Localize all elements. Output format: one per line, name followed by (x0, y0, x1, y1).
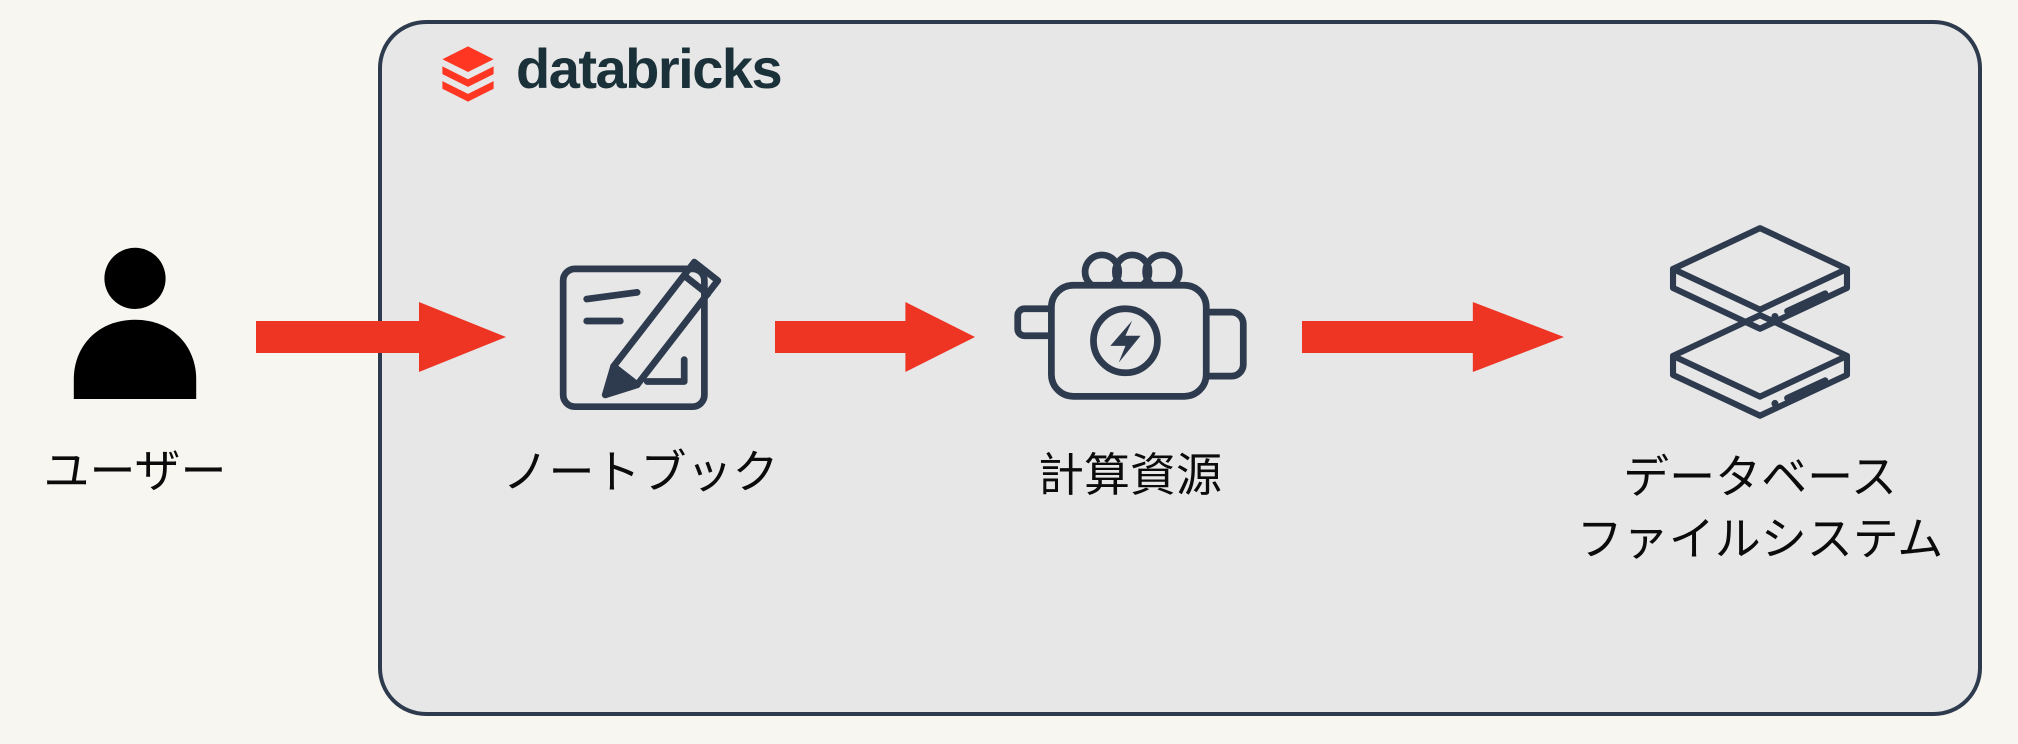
user-icon (73, 247, 197, 399)
node-storage-label-line2: ファイルシステム (1576, 513, 1944, 566)
flow-arrow-user-to-notebook (256, 302, 506, 372)
node-notebook: ノートブック (503, 225, 779, 503)
node-user-label: ユーザー (43, 445, 227, 497)
database-stack-icon (1669, 225, 1851, 419)
flow-arrow-notebook-to-compute (775, 302, 975, 372)
node-compute-label: 計算資源 (1038, 449, 1222, 501)
node-storage: データベース ファイルシステム (1565, 220, 1955, 570)
databricks-brand: databricks (436, 37, 783, 104)
node-compute: 計算資源 (985, 228, 1275, 506)
notebook-icon (559, 258, 722, 411)
node-notebook-label: ノートブック (502, 446, 779, 498)
databricks-logo-icon (442, 46, 494, 102)
databricks-brand-text: databricks (516, 37, 783, 100)
engine-icon (1013, 251, 1247, 400)
flow-arrow-compute-to-storage (1302, 302, 1564, 372)
node-storage-label-line1: データベース (1623, 451, 1897, 503)
node-storage-label: データベース ファイルシステム (1577, 446, 1944, 570)
node-user: ユーザー (10, 228, 260, 502)
